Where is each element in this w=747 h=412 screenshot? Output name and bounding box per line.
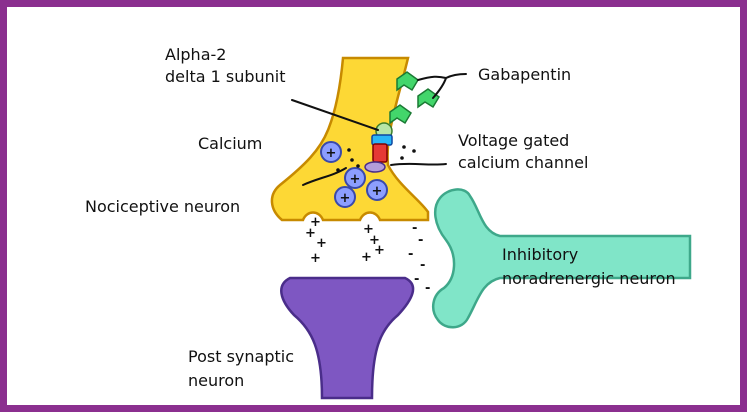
alpha2-leader-line	[291, 99, 379, 131]
calcium-label: Calcium	[198, 134, 262, 153]
calcium-ion: +	[334, 186, 356, 208]
svg-text:-: -	[412, 221, 417, 236]
svg-text:+: +	[372, 184, 383, 199]
vgcc-label-line2: calcium channel	[458, 153, 588, 172]
negative-charge: - - - - - -	[408, 221, 430, 296]
post-synaptic-label-line1: Post synaptic	[188, 347, 294, 366]
post-synaptic-neuron-shape	[280, 276, 415, 400]
gabapentin-molecule	[389, 104, 412, 125]
vgcc-label-line1: Voltage gated	[458, 131, 569, 150]
gabapentin-molecule	[396, 71, 419, 92]
inhibitory-neuron-shape	[431, 188, 692, 329]
calcium-dots	[336, 145, 416, 172]
svg-text:-: -	[425, 281, 430, 296]
post-synaptic-label-line2: neuron	[188, 371, 244, 390]
svg-text:+: +	[363, 222, 374, 237]
calcium-ion: +	[366, 179, 388, 201]
svg-text:+: +	[374, 243, 385, 258]
nociceptive-label: Nociceptive neuron	[85, 197, 240, 216]
calcium-ion: +	[320, 141, 342, 163]
svg-text:+: +	[305, 226, 316, 241]
svg-text:+: +	[340, 191, 351, 206]
calcium-leader-line	[302, 167, 347, 186]
svg-text:+: +	[310, 251, 321, 266]
vgcc-leader-line	[390, 162, 447, 166]
svg-text:+: +	[310, 215, 321, 230]
svg-text:+: +	[316, 236, 327, 251]
alpha2-label-line2: delta 1 subunit	[165, 67, 286, 86]
gabapentin-label: Gabapentin	[478, 65, 571, 84]
positive-charge: + + + + + + + +	[305, 215, 385, 266]
svg-text:-: -	[420, 258, 425, 273]
svg-text:-: -	[408, 247, 413, 262]
voltage-gated-calcium-channel	[364, 122, 393, 173]
gabapentin-molecule	[417, 88, 440, 109]
inhibitory-label-line2: noradrenergic neuron	[502, 269, 676, 288]
svg-text:+: +	[326, 146, 337, 161]
gabapentin-bracket	[417, 73, 467, 99]
svg-text:+: +	[361, 250, 372, 265]
alpha2-label-line1: Alpha-2	[165, 45, 226, 64]
inhibitory-label-line1: Inhibitory	[502, 245, 578, 264]
svg-text:-: -	[414, 272, 419, 287]
nociceptive-neuron-shape	[270, 56, 430, 222]
svg-text:+: +	[369, 233, 380, 248]
svg-text:+: +	[350, 172, 361, 187]
calcium-ion: +	[344, 167, 366, 189]
svg-text:-: -	[418, 233, 423, 248]
